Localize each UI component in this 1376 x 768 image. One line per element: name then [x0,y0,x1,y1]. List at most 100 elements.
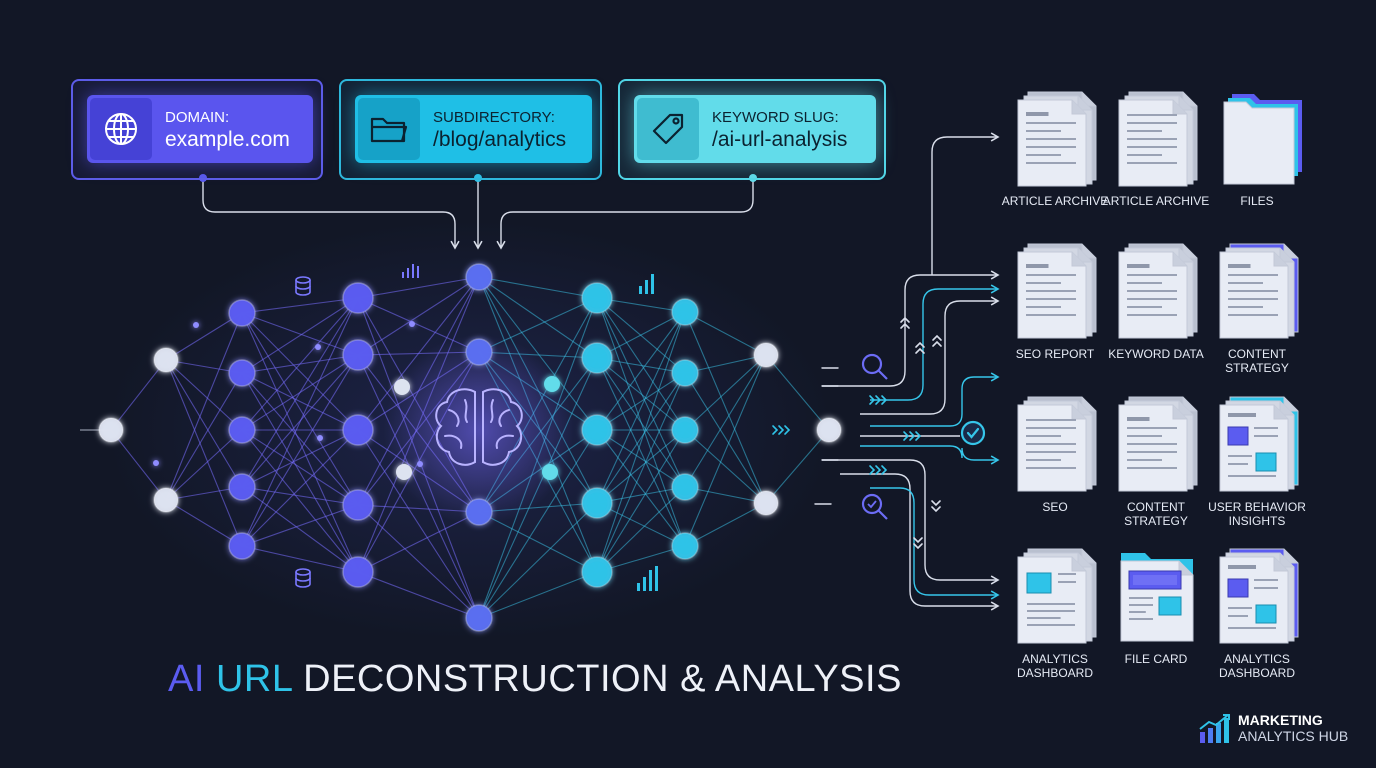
bar-chart-icon [402,264,419,278]
output-flow-lines [822,132,1000,611]
domain-card: DOMAIN: example.com [87,95,313,163]
output-label: SEO REPORT [1015,347,1095,361]
document-stack-icon [1017,396,1097,492]
network-edge [241,354,359,547]
output-content-strategy-1: CONTENT STRATEGY [1202,240,1312,380]
chevron-icon [900,316,910,323]
page-title: AI URL DECONSTRUCTION & ANALYSIS [168,658,902,701]
flow-line [860,445,1000,465]
network-edge [357,571,480,619]
network-nodes [98,263,842,632]
network-edge [241,297,359,314]
output-label: KEYWORD DATA [1108,347,1204,361]
chevron-icon [881,465,888,475]
output-article-archive-2: ARTICLE ARCHIVE [1101,88,1211,228]
network-edge [596,311,686,359]
network-edge [165,312,243,361]
network-edge [241,372,359,573]
chevron-icon [932,334,942,341]
network-edge [110,359,167,431]
network-node [228,532,256,560]
network-node [671,359,699,387]
network-edge [241,297,359,547]
network-node [228,299,256,327]
network-node [153,487,179,513]
output-label: FILE CARD [1124,652,1188,666]
network-edge [596,502,686,547]
check-circle-icon [960,420,986,446]
domain-value: example.com [165,128,290,151]
network-edge [684,354,767,547]
title-ai: AI [168,658,205,700]
chevron-icon [909,431,916,441]
network-edge [241,429,359,573]
flow-line [822,459,1000,585]
network-node [671,532,699,560]
network-edge [241,429,359,488]
flow-line [870,487,1000,600]
network-edge [684,354,767,488]
keyword-slug-value: /ai-url-analysis [712,128,848,151]
subdirectory-card: SUBDIRECTORY: /blog/analytics [355,95,592,163]
output-seo: SEO [1000,393,1110,533]
database-icon [295,276,311,296]
network-edge [241,297,359,374]
network-node [671,473,699,501]
network-edge [596,372,686,431]
network-edge [357,429,480,619]
subdirectory-value: /blog/analytics [433,128,567,151]
output-analytics-dashboard-2: ANALYTICS DASHBOARD [1202,545,1312,685]
network-node [342,339,374,371]
domain-group: DOMAIN: example.com [71,79,323,180]
chevron-icon [784,425,791,435]
network-edge [165,359,243,488]
network-node [228,473,256,501]
domain-label: DOMAIN: [165,109,230,126]
network-edge [596,297,686,431]
chevron-icon [931,500,941,507]
network-edge [596,311,686,431]
document-stack-icon [1118,91,1198,187]
network-node [342,489,374,521]
network-edge [684,429,767,504]
network-node [465,338,493,366]
network-edge [596,429,686,504]
output-analytics-dashboard-1: ANALYTICS DASHBOARD [1000,545,1110,685]
network-node [153,347,179,373]
network-node-small [417,461,423,467]
network-node [342,282,374,314]
brain-icon [435,388,523,466]
chevron-icon [869,395,876,405]
network-edge [765,354,830,431]
network-node-small [544,376,560,392]
output-user-behavior-insights: USER BEHAVIOR INSIGHTS [1202,393,1312,543]
document-stack-icon [1118,243,1198,339]
network-edge [684,486,767,504]
network-edge [596,372,686,573]
network-node-small [409,321,415,327]
network-node [753,342,779,368]
url-connectors [202,178,754,250]
network-node [342,414,374,446]
document-stack-icon [1017,91,1097,187]
network-edge [596,357,686,488]
network-edge [241,372,359,431]
network-edge [110,429,167,501]
network-edge [165,429,243,501]
flow-line [870,372,1000,427]
network-edge [596,357,686,547]
network-node-small [193,322,199,328]
network-edge [765,429,830,504]
growth-chart-icon [1199,714,1230,743]
output-content-strategy-2: CONTENT STRATEGY [1101,393,1211,533]
network-edge [241,545,359,573]
network-edge [596,311,686,573]
network-node [98,417,124,443]
chevron-icon [915,431,922,441]
network-edge [596,372,686,504]
network-edge [241,297,359,431]
network-edge [684,354,767,431]
network-node [228,416,256,444]
dashboard-document-icon [1219,548,1299,644]
output-files: FILES [1202,88,1312,228]
